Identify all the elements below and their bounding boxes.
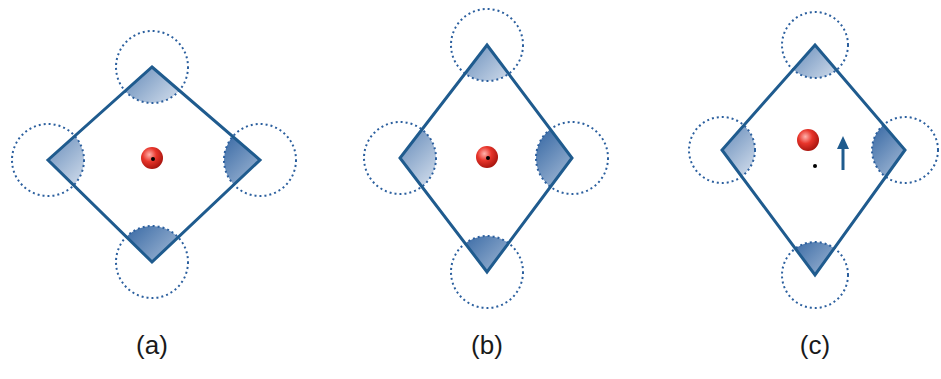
red-atom xyxy=(141,147,163,169)
dotted-circles xyxy=(364,9,608,308)
corner-wedges xyxy=(689,12,938,308)
red-atom xyxy=(476,146,498,168)
corner-wedges xyxy=(364,9,608,308)
panel-label: (b) xyxy=(471,330,503,361)
center-dot xyxy=(151,157,155,161)
cell-a xyxy=(12,31,296,298)
center-dot xyxy=(813,164,817,168)
arrow-head xyxy=(837,136,849,149)
dotted-circles xyxy=(689,12,938,308)
cell-c xyxy=(689,12,938,308)
center-dot xyxy=(486,156,490,160)
dotted-circles xyxy=(12,31,296,298)
cell-outline xyxy=(722,45,905,275)
cell-outline xyxy=(400,45,572,272)
cell-outline xyxy=(48,67,260,262)
panel-label: (c) xyxy=(800,330,830,361)
corner-wedges xyxy=(12,31,296,298)
displacement-arrow xyxy=(842,146,845,170)
cell-b xyxy=(364,9,608,308)
panel-label: (a) xyxy=(136,330,168,361)
red-atom xyxy=(797,129,819,151)
